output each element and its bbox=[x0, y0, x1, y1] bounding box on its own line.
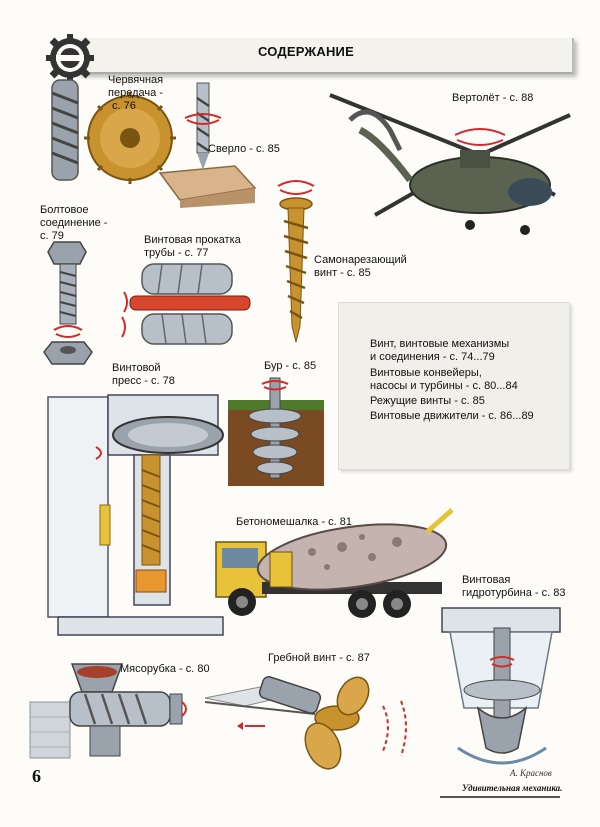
toc-item-2-line-2: насосы и турбины - с. 80...84 bbox=[370, 380, 518, 392]
helicopter-illustration bbox=[329, 93, 571, 235]
meat-grinder-illustration bbox=[29, 663, 187, 759]
mixer-label: Бетономешалка - с. 81 bbox=[236, 516, 353, 528]
pipe-rolling-illustration bbox=[121, 263, 251, 345]
page-number: 6 bbox=[32, 766, 41, 786]
book-title: Удивительная механика. bbox=[462, 783, 563, 793]
auger-label: Бур - с. 85 bbox=[264, 360, 317, 372]
toc-item-1-line-1: Винт, винтовые механизмы bbox=[370, 338, 510, 350]
worm-gear-label-3: с. 76 bbox=[112, 100, 136, 112]
bolt-label-3: с. 79 bbox=[40, 230, 64, 242]
bolt-label-1: Болтовое bbox=[40, 204, 89, 216]
auger-illustration bbox=[228, 377, 324, 486]
turbine-label-2: гидротурбина - с. 83 bbox=[462, 587, 566, 599]
worm-gear-label-1: Червячная bbox=[108, 74, 164, 86]
worm-gear-illustration bbox=[51, 79, 176, 184]
gear-logo-icon bbox=[46, 34, 94, 82]
toc-box bbox=[338, 302, 570, 470]
footer-divider bbox=[440, 796, 560, 798]
hydro-turbine-illustration bbox=[441, 607, 561, 765]
helicopter-label: Вертолёт - с. 88 bbox=[452, 92, 534, 104]
bolt-illustration bbox=[43, 241, 93, 365]
screw-label-2: винт - с. 85 bbox=[314, 267, 371, 279]
screw-label-1: Самонарезающий bbox=[314, 254, 407, 266]
propeller-illustration bbox=[204, 676, 407, 770]
mixer-truck-illustration bbox=[215, 508, 454, 618]
turbine-label-1: Винтовая bbox=[462, 574, 511, 586]
propeller-label: Гребной винт - с. 87 bbox=[268, 652, 370, 664]
bolt-label-2: соединение - bbox=[40, 217, 108, 229]
press-label-2: пресс - с. 78 bbox=[112, 375, 175, 387]
grinder-label: Мясорубка - с. 80 bbox=[120, 663, 210, 675]
toc-item-2-line-1: Винтовые конвейеры, bbox=[370, 367, 482, 379]
screw-press-illustration bbox=[47, 394, 224, 636]
press-label-1: Винтовой bbox=[112, 362, 161, 374]
toc-item-1-line-2: и соединения - с. 74...79 bbox=[370, 351, 495, 363]
header-bar bbox=[78, 38, 574, 74]
illustrator-signature: А. Краснов bbox=[510, 768, 552, 778]
page-title: СОДЕРЖАНИЕ bbox=[258, 44, 354, 59]
screw-illustration bbox=[277, 180, 315, 343]
toc-item-3: Режущие винты - с. 85 bbox=[370, 395, 485, 407]
worm-gear-label-2: передача - bbox=[108, 87, 163, 99]
drill-label: Сверло - с. 85 bbox=[208, 143, 280, 155]
toc-item-4: Винтовые движители - с. 86...89 bbox=[370, 410, 534, 422]
rolling-label-1: Винтовая прокатка bbox=[144, 234, 241, 246]
rolling-label-2: трубы - с. 77 bbox=[144, 247, 209, 259]
drill-illustration bbox=[158, 82, 257, 208]
